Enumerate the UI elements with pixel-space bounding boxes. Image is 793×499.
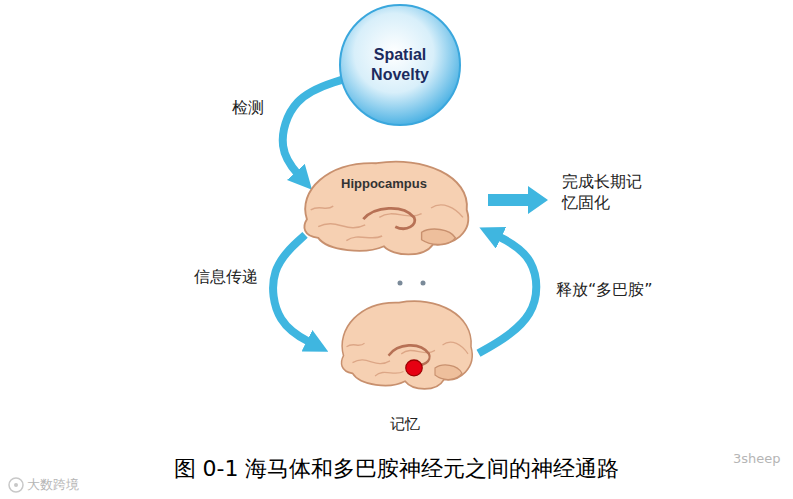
cerebellum bbox=[422, 229, 456, 244]
curved-arrow bbox=[283, 80, 342, 179]
watermark-icon bbox=[9, 478, 23, 492]
hippocampus-brain: Hippocampus bbox=[290, 152, 478, 264]
gyrus bbox=[431, 205, 463, 217]
dot bbox=[398, 281, 403, 286]
brain-label: 记忆 bbox=[390, 415, 420, 434]
node-shape bbox=[338, 3, 462, 127]
gyrus bbox=[311, 206, 334, 210]
node-title: Spatial Novelty bbox=[354, 45, 446, 85]
dopamine-brain: 记忆 bbox=[330, 292, 480, 438]
gyrus bbox=[318, 224, 365, 228]
gyrus bbox=[375, 372, 404, 376]
cerebellum bbox=[435, 365, 462, 380]
gyrus bbox=[347, 343, 365, 347]
novelty-circle: Spatial Novelty bbox=[338, 3, 462, 127]
brain-outline bbox=[342, 301, 473, 389]
watermark-icon bbox=[14, 483, 18, 487]
dopamine-neurons bbox=[406, 360, 423, 376]
dot bbox=[421, 281, 426, 286]
curved-arrow bbox=[273, 235, 315, 345]
brain-label: Hippocampus bbox=[341, 176, 427, 192]
edge-label: 检测 bbox=[232, 97, 264, 119]
circle-outline bbox=[340, 5, 460, 125]
watermark: 大数跨境 bbox=[27, 476, 79, 494]
edge-label: 信息传递 bbox=[194, 266, 258, 288]
figure-caption: 图 0-1 海马体和多巴胺神经元之间的神经通路 bbox=[0, 454, 793, 484]
gyrus bbox=[346, 236, 382, 241]
hippocampus-shape bbox=[363, 208, 414, 228]
gyrus bbox=[443, 342, 469, 354]
curved-arrow bbox=[479, 234, 537, 354]
gyrus bbox=[353, 360, 391, 364]
brain-outline bbox=[304, 162, 468, 255]
note-text: 完成长期记忆固化 bbox=[562, 172, 642, 214]
node-shape bbox=[290, 152, 478, 264]
watermark: 3sheep bbox=[733, 451, 781, 466]
block-arrow bbox=[488, 186, 548, 214]
edge-label: 释放“多巴胺” bbox=[556, 279, 653, 301]
